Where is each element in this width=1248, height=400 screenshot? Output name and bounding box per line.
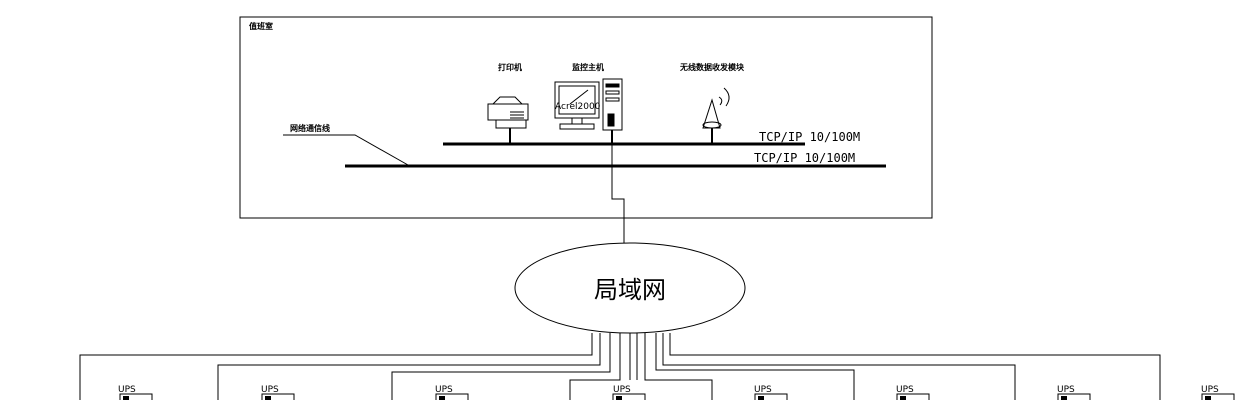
ups-label: UPS bbox=[613, 385, 631, 395]
ups-unit-5: UPS bbox=[754, 385, 788, 400]
ups-unit-6: UPS bbox=[896, 385, 930, 400]
ups-icon bbox=[435, 393, 469, 400]
duty-room-box bbox=[239, 16, 933, 219]
ups-icon bbox=[1057, 393, 1091, 400]
monitor-screen-text: Acrel2000 bbox=[555, 102, 601, 112]
lower-bus-label: TCP/IP 10/100M bbox=[754, 151, 855, 165]
duty-room-label: 值班室 bbox=[249, 21, 273, 31]
ups-label: UPS bbox=[435, 385, 453, 395]
printer-icon bbox=[487, 96, 529, 143]
wireless-module-label: 无线数据收发模块 bbox=[679, 62, 745, 72]
host-to-lan-link bbox=[611, 143, 625, 246]
ups-link-lines bbox=[79, 333, 1161, 400]
ups-unit-7: UPS bbox=[1057, 385, 1091, 400]
ups-label: UPS bbox=[261, 385, 279, 395]
wireless-module-icon bbox=[702, 87, 730, 143]
ups-unit-4: UPS bbox=[612, 385, 646, 400]
ups-unit-2: UPS bbox=[261, 385, 295, 400]
ups-label: UPS bbox=[1057, 385, 1075, 395]
ups-icon bbox=[261, 393, 295, 400]
printer-label: 打印机 bbox=[498, 62, 522, 72]
ups-icon bbox=[754, 393, 788, 400]
ups-label: UPS bbox=[1201, 385, 1219, 395]
ups-label: UPS bbox=[754, 385, 772, 395]
ups-unit-1: UPS bbox=[118, 385, 153, 400]
host-label: 监控主机 bbox=[572, 62, 604, 72]
ups-icon bbox=[612, 393, 646, 400]
lan-label: 局域网 bbox=[594, 276, 666, 304]
ups-icon bbox=[119, 393, 153, 400]
ups-unit-8: UPS bbox=[1201, 385, 1235, 400]
ups-label: UPS bbox=[118, 385, 136, 395]
ups-unit-3: UPS bbox=[435, 385, 469, 400]
network-cable-label: 网络通信线 bbox=[290, 123, 330, 133]
ups-icon bbox=[1201, 393, 1235, 400]
network-cable-leader bbox=[283, 134, 409, 166]
host-tower-icon bbox=[602, 78, 623, 143]
ups-icon bbox=[896, 393, 930, 400]
monitor-icon bbox=[554, 81, 600, 130]
ups-label: UPS bbox=[896, 385, 914, 395]
upper-bus-label: TCP/IP 10/100M bbox=[759, 130, 860, 144]
